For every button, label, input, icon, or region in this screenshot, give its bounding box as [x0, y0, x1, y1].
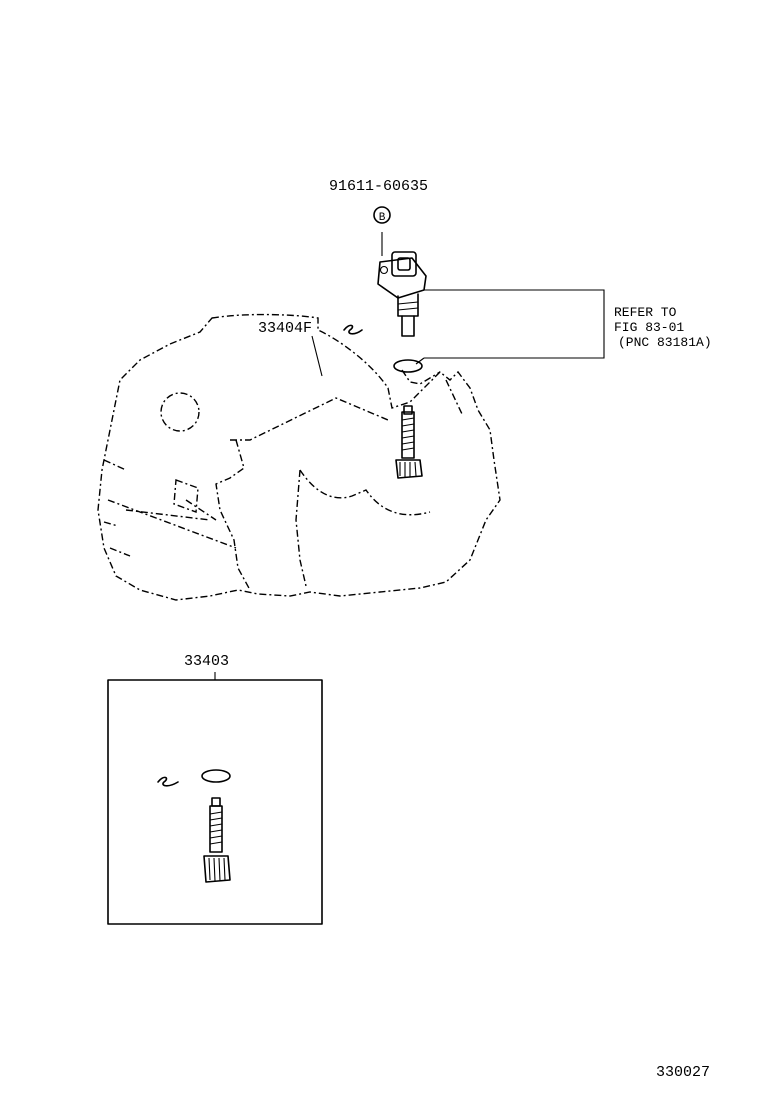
refer-text-line2: FIG 83-01: [614, 320, 684, 335]
refer-text-line3: (PNC 83181A): [618, 335, 712, 350]
kit-clip-icon: [157, 776, 179, 787]
kit-driven-gear: [203, 797, 231, 883]
kit-box: [107, 672, 323, 925]
kit-part-number: 33403: [184, 653, 229, 670]
o-ring: [393, 359, 423, 373]
clip-icon: [343, 324, 363, 335]
driven-gear: [395, 405, 423, 479]
kit-o-ring: [201, 769, 231, 783]
figure-code: 330027: [656, 1064, 710, 1081]
speed-sensor: [377, 232, 427, 337]
bolt-mark-label: B: [379, 212, 386, 224]
refer-bracket: [415, 289, 605, 365]
ring-part-number: 33404F: [258, 320, 312, 337]
refer-text-line1: REFER TO: [614, 305, 677, 320]
bolt-marker: B: [373, 206, 391, 224]
transmission-case: [97, 313, 501, 601]
bolt-part-number: 91611-60635: [329, 178, 428, 195]
